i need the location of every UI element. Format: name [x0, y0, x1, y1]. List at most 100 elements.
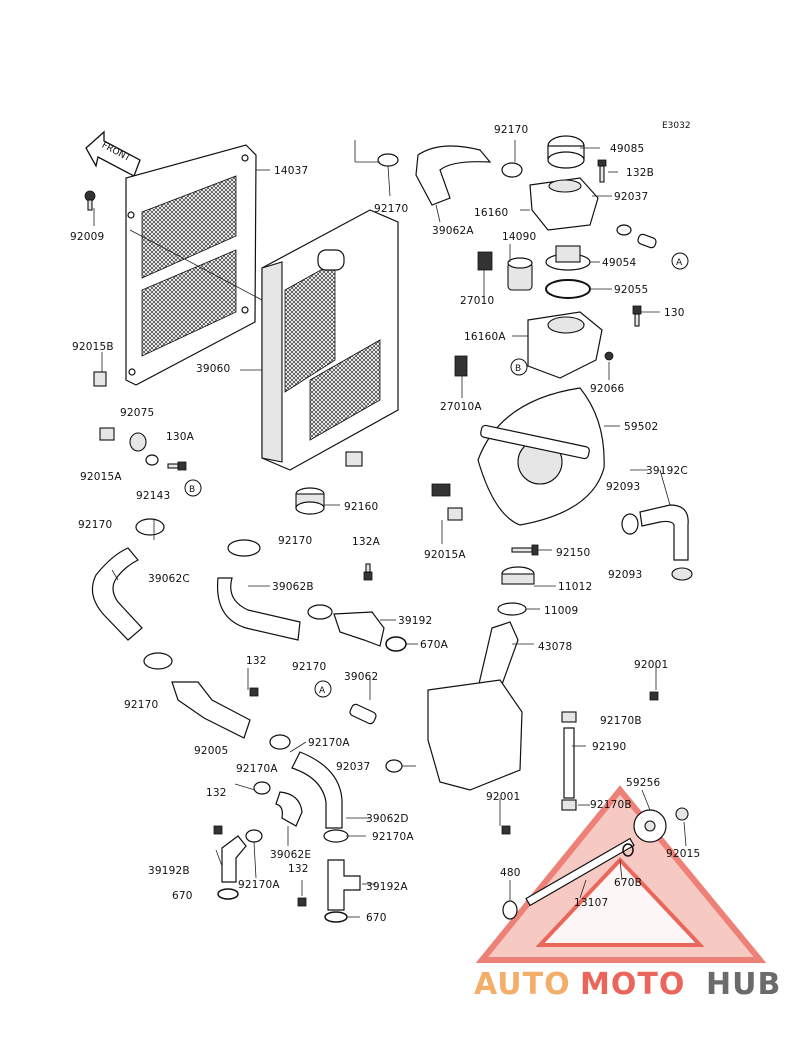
hose-39062E [275, 791, 303, 827]
fan-bracket [480, 424, 590, 460]
o-ring-670B [622, 843, 634, 857]
part-label: 39192B [148, 865, 190, 877]
part-label: 92093 [606, 481, 640, 493]
clamp-92170-mid [227, 539, 261, 557]
clamp-92170B-a [561, 711, 577, 723]
radiator-cap-49085 [547, 135, 585, 169]
part-label: 92093 [608, 569, 642, 581]
pipe-39192B [221, 835, 247, 883]
ref-marker-text: B [189, 485, 195, 495]
part-label: 49085 [610, 143, 644, 155]
bolt-132B [597, 159, 607, 183]
cap-bottom [547, 151, 585, 169]
part-label: 39192A [366, 881, 408, 893]
watermark-text-hub: HUB [706, 967, 781, 1002]
part-label: 16160A [464, 331, 506, 343]
bolt-132A [363, 563, 373, 581]
clamp-92170A-d [245, 829, 263, 843]
upper-hose-39062A [415, 145, 492, 206]
ref-marker-a-right: A [671, 252, 689, 270]
bolt-head-icon [249, 687, 259, 697]
part-label: 27010 [460, 295, 494, 307]
watermark-logo [475, 785, 767, 963]
clip-92015A-left [99, 427, 115, 441]
screen-bolt-hole-br [241, 306, 249, 314]
bolt-shank-icon [599, 165, 605, 183]
bolt-132-a [249, 687, 259, 697]
part-label: 39062 [344, 671, 378, 683]
part-label: 670 [172, 890, 193, 902]
part-label: 14090 [502, 231, 536, 243]
pipe-39192 [333, 611, 385, 647]
washer-92143 [145, 454, 159, 466]
part-label: 132B [626, 167, 654, 179]
part-label: 92170B [600, 715, 642, 727]
part-label: 39062E [270, 849, 311, 861]
clip-92015A-right [447, 507, 463, 521]
bolt-head-icon [213, 825, 223, 835]
ref-marker-text: A [676, 258, 683, 268]
fitting-top [507, 257, 533, 269]
part-label: 11012 [558, 581, 592, 593]
housing-body [527, 311, 603, 379]
hose-small-right [637, 233, 657, 249]
grommet-bottom [295, 501, 325, 515]
thermostat-body [555, 245, 581, 263]
part-labels: 14037 92009 92015B 39060 92075 130A 9201… [70, 124, 700, 924]
grommet-92075 [129, 432, 147, 452]
thermostat-49054 [545, 245, 591, 271]
gasket-11009 [497, 602, 527, 616]
hose-39062C [91, 547, 143, 641]
part-label: 132 [206, 787, 227, 799]
hose-39062D [291, 751, 343, 829]
shaft-13107 [525, 837, 635, 907]
clamp-92170A-a [269, 734, 291, 750]
part-label: 92170B [590, 799, 632, 811]
watermark-text-moto: MOTO [580, 967, 685, 1002]
impeller-59256 [633, 809, 667, 843]
clamp-icon [501, 162, 523, 178]
part-label: 670B [614, 877, 642, 889]
clamp-92170-upper-left [135, 518, 165, 536]
thermostat-housing-16160A [527, 311, 603, 379]
front-arrow-icon [85, 130, 141, 177]
ref-marker-a-left: A [314, 680, 332, 698]
part-label: 92170A [236, 763, 278, 775]
bolt-head-icon [531, 544, 539, 556]
clip-92015B [93, 371, 107, 387]
part-label: 92170A [372, 831, 414, 843]
bolt-130A [167, 461, 187, 471]
bolt-head-icon [363, 571, 373, 581]
part-label: 39062C [148, 573, 190, 585]
part-label: 39062A [432, 225, 474, 237]
watermark-triangle-inner [535, 857, 705, 947]
clamp-92037-right [616, 224, 632, 236]
bolt-head-icon [297, 897, 307, 907]
part-label: 670A [420, 639, 449, 651]
bolt-92001-a [649, 691, 659, 701]
clamp-92170A-b [253, 781, 271, 795]
part-label: 92009 [70, 231, 104, 243]
radiator-screen [125, 144, 257, 386]
bolt-92066 [604, 351, 614, 361]
reservoir-filler-neck [477, 621, 519, 691]
radiator-side-tank [261, 261, 283, 463]
bolt-92150 [511, 544, 539, 556]
cap-body [501, 573, 535, 585]
ref-circle-icon [671, 252, 689, 270]
reservoir-body [427, 679, 523, 791]
pipe-39192C [639, 504, 689, 561]
part-label: 92160 [344, 501, 378, 513]
watermark-text-auto: AUTO [474, 967, 571, 1002]
part-label: 92143 [136, 490, 170, 502]
watermark-text: AUTO MOTO HUB [474, 967, 781, 1002]
clamp-icon [377, 153, 399, 167]
part-label: 92150 [556, 547, 590, 559]
bolt-shank-icon [87, 199, 93, 211]
radiator-fin-mesh-lower [309, 339, 381, 441]
fitting-14090 [507, 257, 533, 291]
part-label: 92170 [278, 535, 312, 547]
part-label: 92015 [666, 848, 700, 860]
hose-92190 [563, 727, 575, 799]
part-label: 43078 [538, 641, 572, 653]
